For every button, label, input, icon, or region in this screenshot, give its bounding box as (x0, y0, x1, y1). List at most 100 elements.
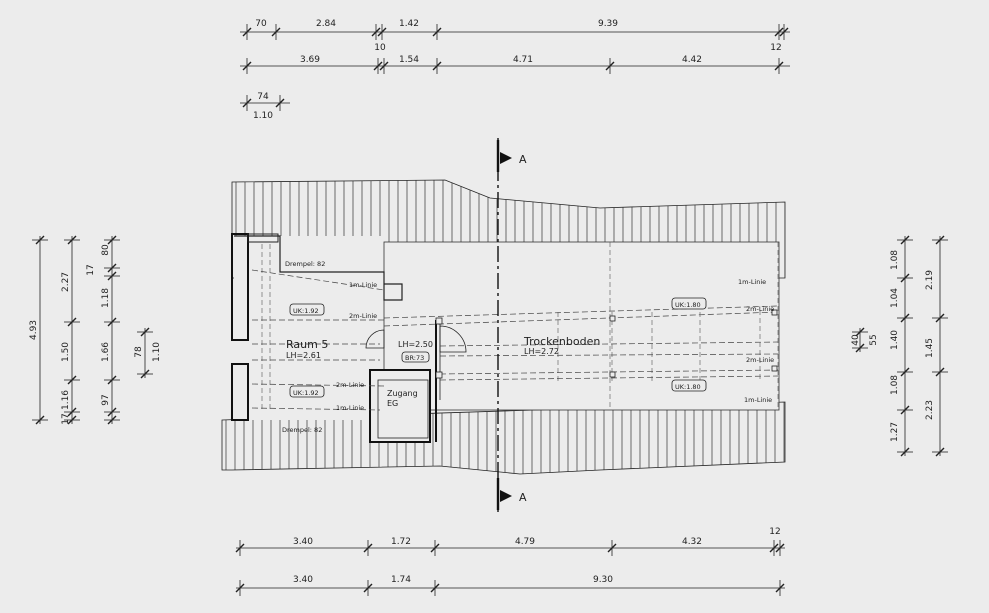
dim-left-overall: 4.93 (29, 320, 39, 340)
top-r1-tick (371, 27, 381, 37)
top-r2-tick (373, 61, 383, 71)
bot-r2-tick (430, 583, 440, 593)
right-c1-tick (900, 367, 910, 377)
label-1m-trocken-bottom: 1m-Linie (744, 396, 772, 404)
dim-left-open-1: 1.10 (152, 342, 162, 362)
label-2m-raum5-bottom: 2m-Linie (336, 381, 364, 389)
left-c3-tick (107, 407, 117, 417)
top-r2-tick (242, 61, 252, 71)
bot-r2-tick (363, 583, 373, 593)
dim-left-c2-2: 1.16 (61, 390, 71, 410)
left-c3-tick (107, 235, 117, 245)
right-c1-tick (900, 447, 910, 457)
left-wall-top (231, 233, 249, 341)
bottom-dimension-labels: 3.40 1.72 4.79 4.32 12 3.40 1.74 9.30 (293, 527, 781, 585)
dim-bot-r1-0: 3.40 (293, 537, 313, 547)
right-c1-tick (900, 235, 910, 245)
left-wall-bottom (231, 363, 249, 421)
door-swing-raum5 (365, 329, 385, 349)
dim-left-c2-end: 17 (61, 413, 71, 424)
dim-bot-r2-0: 3.40 (293, 575, 313, 585)
dim-top-small-bottom: 1.10 (253, 111, 273, 121)
left-c3-tick (107, 263, 117, 273)
dim-top-r1-1: 2.84 (316, 19, 336, 29)
dim-right-c2-2: 2.23 (925, 400, 935, 420)
room-height-trockenboden: LH=2.72 (524, 347, 559, 356)
bot-r1-tick (235, 543, 245, 553)
left-overall-tick (35, 235, 45, 245)
label-1m-trocken-top: 1m-Linie (738, 278, 766, 286)
top-r2-tick (432, 61, 442, 71)
tag-uk-raum5-top: UK:1.92 (293, 307, 319, 315)
right-dimension-chains (852, 235, 948, 457)
label-2m-trocken-top: 2m-Linie (746, 305, 774, 313)
top-r1-tick (242, 27, 252, 37)
bot-r1-tick (607, 543, 617, 553)
top-r1-tick (779, 27, 789, 37)
bot-r2-tick (775, 583, 785, 593)
dim-right-c1-2: 1.40 (890, 330, 900, 350)
dim-bot-r1-end: 12 (769, 527, 780, 537)
dim-top-r2-3: 4.42 (682, 55, 702, 65)
floor-area (231, 233, 780, 443)
left-dimension-labels: 4.93 2.27 1.50 1.16 17 80 17 1.18 1.66 9… (29, 244, 162, 425)
bot-r1-tick (769, 543, 779, 553)
dim-left-c3-top: 80 (101, 244, 111, 256)
label-1m-raum5-bottom: 1m-Linie (336, 404, 364, 412)
top-r1-tick (432, 27, 442, 37)
bot-r1-tick (775, 543, 785, 553)
room-height-raum5: LH=2.61 (286, 351, 321, 360)
dim-left-c3-top2: 17 (86, 264, 96, 275)
dim-top-r1-gap: 10 (374, 43, 386, 53)
room-labels: Raum 5 LH=2.61 Trockenboden LH=2.72 LH=2… (286, 335, 600, 408)
left-c3-tick (107, 375, 117, 385)
dim-top-r2-0: 3.69 (300, 55, 320, 65)
section-label-top: A (519, 153, 527, 166)
right-c2-tick (935, 313, 945, 323)
right-c2-tick (935, 447, 945, 457)
dim-left-c3-2: 97 (101, 394, 111, 405)
left-open-tick (140, 327, 150, 337)
label-drempel-top: Drempel: 82 (285, 260, 325, 268)
top-r1-tick (377, 27, 387, 37)
top-dimension-chains (240, 24, 790, 111)
stair-height: LH=2.50 (398, 340, 433, 349)
right-dimension-labels: 1.08 1.04 1.40 1.08 1.27 2.19 1.45 2.23 … (851, 250, 935, 442)
section-line-a: A A (496, 138, 527, 512)
tag-uk-trocken-bottom: UK:1.80 (675, 383, 701, 391)
left-dimension-chains (32, 235, 153, 425)
top-r1-tick (271, 27, 281, 37)
tag-br: BR:73 (405, 354, 424, 362)
dim-bot-r2-2: 9.30 (593, 575, 613, 585)
dim-top-small-top: 74 (257, 92, 269, 102)
left-c2-tick (67, 407, 77, 417)
label-drempel-bottom: Drempel: 82 (282, 426, 322, 434)
dim-bot-r2-1: 1.74 (391, 575, 411, 585)
left-c3-tick (107, 317, 117, 327)
right-c2-tick (935, 367, 945, 377)
dim-right-c1-4: 1.27 (890, 422, 900, 442)
dim-right-c1-1: 1.04 (890, 288, 900, 308)
bot-r1-tick (430, 543, 440, 553)
bot-r1-tick (363, 543, 373, 553)
room-name-eg: EG (387, 399, 398, 408)
left-c2-tick (67, 317, 77, 327)
dim-bot-r1-1: 1.72 (391, 537, 411, 547)
label-2m-trocken-bottom: 2m-Linie (746, 356, 774, 364)
dim-bot-r1-3: 4.32 (682, 537, 702, 547)
room-name-trockenboden: Trockenboden (523, 335, 600, 348)
right-c1-tick (900, 273, 910, 283)
section-arrow-top (500, 152, 512, 164)
top-dimension-labels: 70 2.84 1.42 9.39 10 12 3.69 1.54 4.71 4… (253, 19, 782, 121)
top-r2-tick (379, 61, 389, 71)
dim-left-open-0: 78 (134, 346, 144, 358)
top-r2-tick (605, 61, 615, 71)
tag-uk-trocken-top: UK:1.80 (675, 301, 701, 309)
top-r1-tick (774, 27, 784, 37)
height-tags: UK:1.92 UK:1.92 UK:1.80 UK:1.80 BR:73 (289, 297, 707, 398)
dim-left-c2-0: 2.27 (61, 272, 71, 292)
right-c2-tick (935, 235, 945, 245)
dim-right-c1-3: 1.08 (890, 375, 900, 395)
dim-top-r2-1: 1.54 (399, 55, 419, 65)
